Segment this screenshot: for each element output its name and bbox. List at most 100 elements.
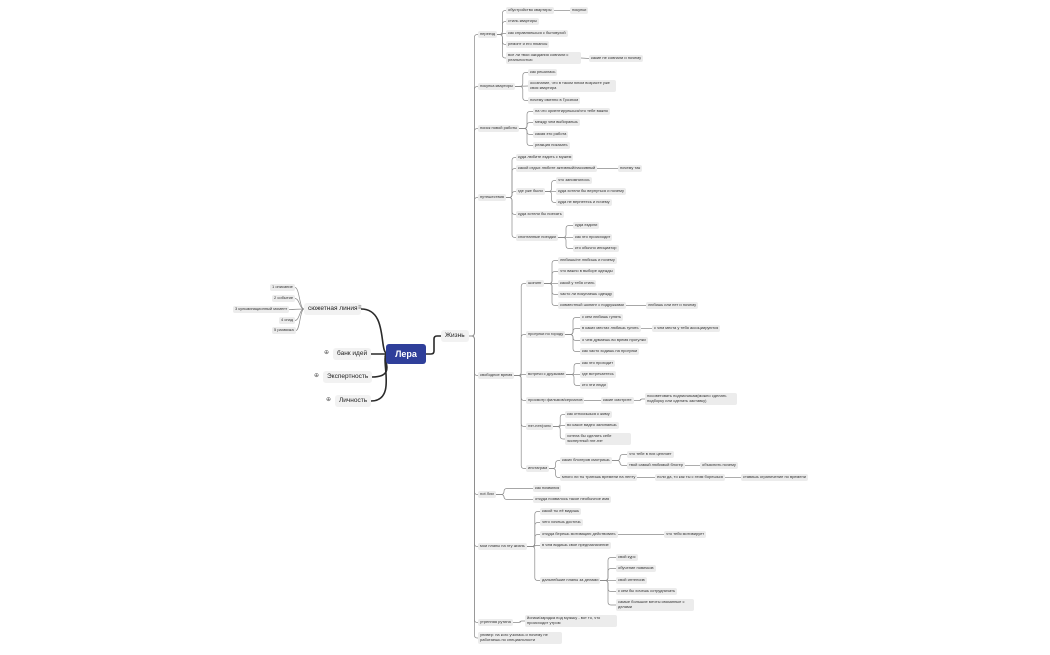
node-pets-3[interactable]: хотела бы сделать себе экспертный пэт-пэ… [565,433,631,445]
node-plans-2[interactable]: чего хочешь достичь [540,519,583,526]
node-travel-3[interactable]: где уже были [516,188,545,195]
node-travel-5a[interactable]: куда ездили [573,222,600,229]
node-travel-4[interactable]: куда хотели бы поехать [516,211,564,218]
node-city-walks[interactable]: прогулки по городу [526,331,566,338]
node-travel[interactable]: путешествия [478,194,506,201]
node-move[interactable]: переезд [478,31,498,38]
node-morning-1[interactable]: йогики/зарядка под музыку - вот то, что … [525,615,617,627]
node-travel-2[interactable]: какой отдых любите активный/пассивный [516,165,598,172]
node-pet-reels[interactable]: пэт-пэт/рилс [526,423,554,430]
node-morning-routine[interactable]: утренняя рутина [478,619,513,626]
node-move-4[interactable]: ремонт и его нюансы [506,41,550,48]
node-plans-5c[interactable]: свой интенсив [616,577,647,584]
collapse-icon[interactable]: ⊕ [314,373,320,379]
node-insta-2[interactable]: много ли ты тратишь времени на ленту [560,474,638,481]
connector-line [496,494,533,500]
node-story-5[interactable]: 5 развязка [272,327,296,334]
node-life[interactable]: Жизнь [441,330,469,342]
node-friends-2[interactable]: где встречаетесь [580,371,616,378]
node-travel-5b[interactable]: как это происходит [573,234,613,241]
note-icon: ≡ [358,305,362,311]
connector-line [514,283,526,376]
node-friends-3[interactable]: кто эти люди [580,382,608,389]
node-travel-5[interactable]: спонтанные поездки [516,234,558,241]
node-pets-2[interactable]: во какое видео залипаешь [565,422,619,429]
node-travel-2a[interactable]: почему так [618,165,643,172]
node-not-2[interactable]: откуда появилось такое необычное имя [533,496,612,503]
node-free-time[interactable]: свободное время [478,372,515,379]
node-idea-bank[interactable]: банк идей [333,348,372,360]
node-walk-2[interactable]: в каких местах любишь гулять [580,325,641,332]
node-buy-2[interactable]: осознание, что в таком юном возрасте уже… [528,80,616,92]
node-travel-3b[interactable]: куда хотели бы вернуться и почему [556,188,626,195]
node-plans-3a[interactable]: что тебя мотивирует [664,531,707,538]
node-plans-1[interactable]: какой ты её видишь [540,508,582,515]
node-move-5a[interactable]: какие не совпали и почему [589,55,644,62]
node-plans-5b[interactable]: обучение новичков [616,565,656,572]
node-story-line[interactable]: сюжетная линия [304,303,362,315]
node-friends[interactable]: встречи с друзьями [526,371,567,378]
node-insta-1a[interactable]: что тебе в них цепляет [627,451,674,458]
node-job-4[interactable]: реакция показать [533,142,570,149]
node-walk-4[interactable]: как часто ходишь на прогулки [580,348,640,355]
node-insta-1b1[interactable]: объяснить почему [700,462,738,469]
collapse-icon[interactable]: ⊕ [324,350,330,356]
node-insta-1b[interactable]: твой самый любимый блогер [627,462,686,469]
node-instagram[interactable]: инстаграм [526,465,550,472]
node-plans-5a[interactable]: свой курс [616,554,638,561]
node-move-1a[interactable]: покупки [570,7,589,14]
node-job-search[interactable]: поиск новой работы [478,125,520,132]
node-move-3[interactable]: как справляешься с бытовухой [506,30,568,37]
node-plans-5e[interactable]: самые большие мечты связанные с делами [616,599,694,611]
node-not-lii[interactable]: not Лии [478,491,496,498]
node-university[interactable]: универ: на кого училась и почему не рабо… [478,632,562,644]
node-job-3[interactable]: какая это работа [533,131,569,138]
node-shop-4[interactable]: часто ли покупаешь одежду [558,291,614,298]
node-films-1a[interactable]: посоветовать подписчикам(можно сделать п… [645,393,737,405]
node-travel-5c[interactable]: кто обычно инициатор [573,245,619,252]
connector-line [294,298,305,310]
node-plans-4[interactable]: в чем видишь свое предназначение [540,542,611,549]
node-plans-5d[interactable]: с кем бы хочешь сотрудничать [616,588,678,595]
node-walk-1[interactable]: с кем любишь гулять [580,314,624,321]
node-shop-3[interactable]: какой у тебя стиль [558,280,597,287]
node-life-plans[interactable]: мои планы на эту жизнь [478,543,527,550]
node-shop-1[interactable]: любишь/не любишь и почему [558,257,617,264]
node-travel-1[interactable]: куда любите ездить с мужем [516,154,574,161]
node-travel-3a[interactable]: что запомнилось [556,177,592,184]
node-expertise[interactable]: Экспертность [323,371,373,383]
node-move-2[interactable]: стиль квартиры [506,18,539,25]
node-story-4[interactable]: 4 спад [279,317,296,324]
node-personality[interactable]: Личность [335,395,372,407]
node-plans-3[interactable]: откуда берешь мотивацию действовать [540,531,618,538]
node-job-2[interactable]: между чем выбираешь [533,119,580,126]
node-insta-1[interactable]: каких блогеров смотришь [560,457,612,464]
root-node[interactable]: Лера [386,344,426,364]
node-plans-5[interactable]: дальнейшие планы за делами [540,577,601,584]
node-not-1[interactable]: как появился [533,485,562,492]
node-walk-3[interactable]: о чем думаешь во время прогулки [580,337,648,344]
node-story-2[interactable]: 2 событие [272,295,296,302]
collapse-icon[interactable]: ⊕ [326,397,332,403]
node-films-1[interactable]: какие смотрите [601,397,634,404]
node-buy-flat[interactable]: покупка квартиры [478,83,515,90]
node-insta-2a[interactable]: если да, то как ты с этим борешься [655,474,725,481]
node-story-3[interactable]: 3 кульминационный момент [233,306,290,313]
node-move-5[interactable]: все ли твои ожидания совпали с реальност… [506,52,581,64]
node-job-1[interactable]: на что ориентируешься/что тебе важно [533,108,611,115]
node-buy-3[interactable]: почему именно в Грозном [528,97,581,104]
node-shopping[interactable]: шопинг [526,280,544,287]
connector-line [558,237,573,249]
node-friends-1[interactable]: как это проходит [580,360,616,367]
node-films[interactable]: просмотр фильмов/сериалов [526,397,585,404]
node-travel-3c[interactable]: куда не вернетесь и почему [556,199,612,206]
node-insta-2b[interactable]: ставишь ограничение по времени [741,474,808,481]
node-shop-2[interactable]: что важно в выборе одежды [558,268,615,275]
node-story-1[interactable]: 1 описание [270,284,295,291]
node-buy-1[interactable]: как решилась [528,69,558,76]
node-walk-2a[interactable]: с чем места у тебя ассоциируются [652,325,721,332]
node-move-1[interactable]: обустройство квартиры [506,7,554,14]
node-pets-1[interactable]: как относишься к жиму [565,411,612,418]
node-shop-5a[interactable]: любишь или нет и почему [646,302,699,309]
node-shop-5[interactable]: совместный шопинг с подружками [558,302,626,309]
